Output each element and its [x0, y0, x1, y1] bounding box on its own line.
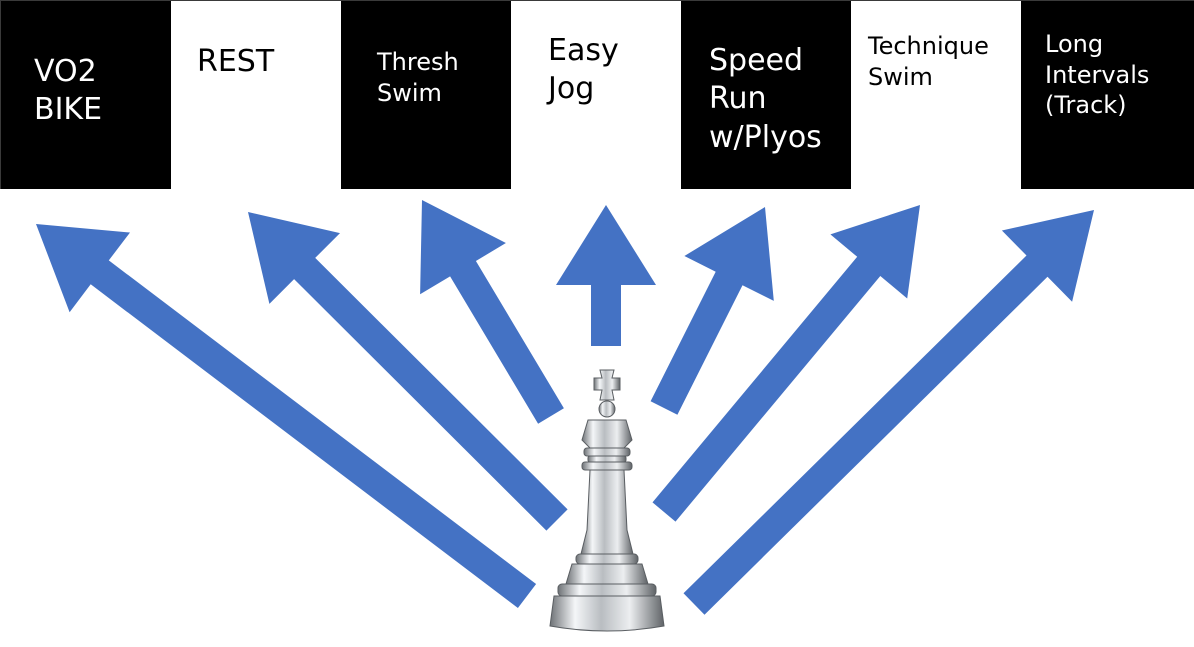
square-label: Speed Run w/Plyos	[709, 43, 822, 155]
square-technique-swim: Technique Swim	[851, 1, 1021, 189]
square-label: REST	[197, 44, 275, 79]
square-long-intervals: Long Intervals (Track)	[1021, 1, 1194, 189]
square-easy-jog: Easy Jog	[511, 1, 681, 189]
square-label: Thresh Swim	[377, 48, 459, 107]
square-thresh-swim: Thresh Swim	[341, 1, 511, 189]
workout-squares-row: VO2 BIKE REST Thresh Swim Easy Jog Speed…	[0, 0, 1194, 189]
square-speed-run: Speed Run w/Plyos	[681, 1, 851, 189]
arrow-to-long-intervals-icon	[683, 210, 1094, 615]
arrow-group	[36, 200, 1094, 615]
square-rest: REST	[171, 1, 341, 189]
king-chess-piece-icon	[548, 368, 666, 638]
square-vo2-bike: VO2 BIKE	[1, 1, 171, 189]
arrow-to-thresh-swim-icon	[420, 200, 564, 424]
arrow-to-vo2-bike-icon	[36, 224, 537, 608]
arrow-to-technique-swim-icon	[652, 205, 920, 522]
square-label: Long Intervals (Track)	[1045, 30, 1150, 120]
square-label: Easy Jog	[548, 33, 619, 107]
arrow-to-easy-jog-icon	[556, 205, 656, 346]
square-label: VO2 BIKE	[34, 54, 103, 128]
arrow-to-rest-icon	[248, 212, 568, 531]
square-label: Technique Swim	[868, 32, 989, 91]
arrow-to-speed-run-icon	[650, 207, 774, 415]
